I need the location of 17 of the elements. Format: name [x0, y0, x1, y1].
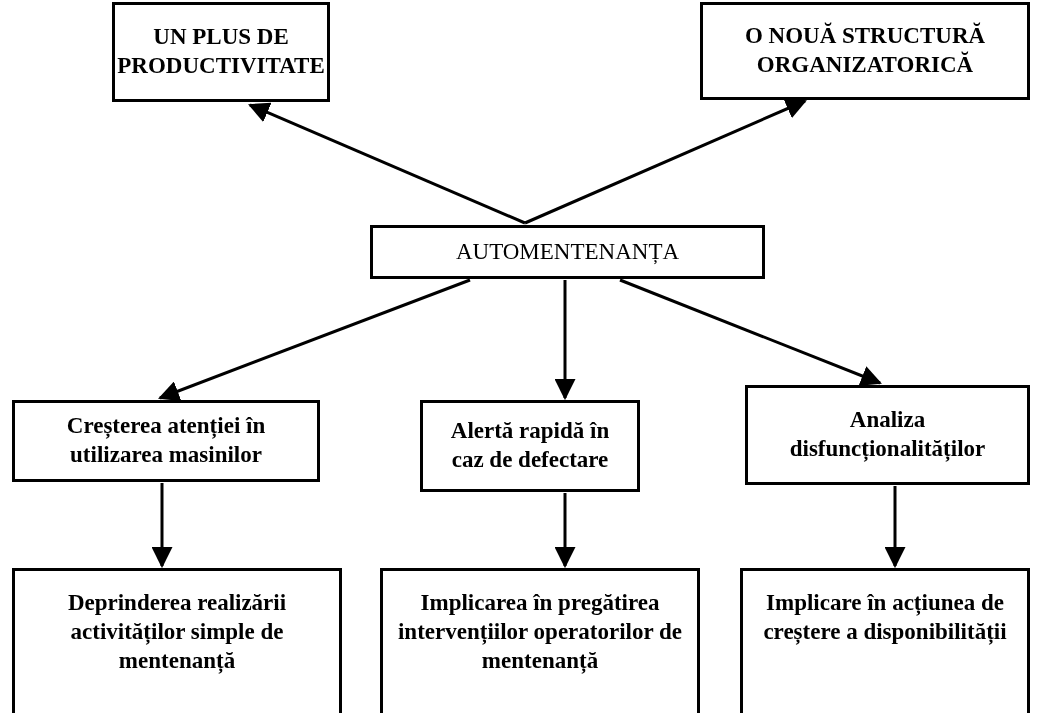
activity-box: Analiza disfuncționalităților: [745, 385, 1030, 485]
arrow: [158, 278, 471, 402]
arrow: [884, 486, 906, 569]
activity-box: Creșterea atenției în utilizarea masinilor: [12, 400, 320, 482]
result-box: Deprinderea realizării activităților simple de mentenanță: [12, 568, 342, 713]
arrow: [619, 278, 882, 386]
central-box: AUTOMENTENANȚA: [370, 225, 765, 279]
activity-box: Alertă rapidă în caz de defectare: [420, 400, 640, 492]
arrow: [151, 483, 173, 569]
arrow: [554, 493, 576, 569]
arrow: [524, 98, 807, 225]
result-box: Implicare în acțiunea de creștere a disponibilității: [740, 568, 1030, 713]
result-box: Implicarea în pregătirea intervențiilor operatorilor de mentenanță: [380, 568, 700, 713]
arrow: [554, 280, 576, 401]
arrow: [248, 102, 526, 225]
outcome-box: UN PLUS DE PRODUCTIVITATE: [112, 2, 330, 102]
outcome-box: O NOUĂ STRUCTURĂ ORGANIZATORICĂ: [700, 2, 1030, 100]
